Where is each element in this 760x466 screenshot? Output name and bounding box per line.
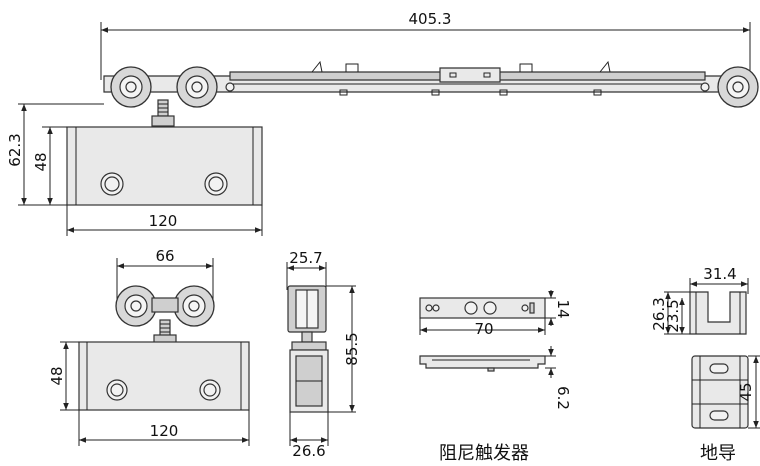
damper-trigger: 14 70 6.2 阻尼触发器 xyxy=(419,290,572,464)
dim-side-top-width: 25.7 xyxy=(289,249,322,267)
hanger-side-view: 25.7 85.5 26.6 xyxy=(286,249,361,460)
dim-guide-height-inner: 23.5 xyxy=(664,299,682,332)
dim-side-height: 85.5 xyxy=(343,332,361,365)
dim-side-box-height: 48 xyxy=(48,366,66,385)
dim-box-height: 48 xyxy=(32,152,50,171)
dim-damper-height: 14 xyxy=(554,299,572,318)
caption-guide: 地导 xyxy=(700,443,736,464)
hanger-box-front xyxy=(78,341,250,411)
top-assembly: 405.3 xyxy=(6,10,759,236)
dim-total-height: 62.3 xyxy=(6,133,24,166)
hanger-front-view: 66 48 120 xyxy=(48,247,250,446)
dim-guide-height-outer: 26.3 xyxy=(650,297,668,330)
dim-wheel-span: 66 xyxy=(155,247,174,265)
dim-guide-width: 31.4 xyxy=(703,265,736,283)
damper-top-view xyxy=(419,297,546,319)
hanger-box xyxy=(66,126,263,206)
guide-end-view xyxy=(689,291,747,335)
dim-damper-length: 70 xyxy=(474,320,493,338)
dim-box-width: 120 xyxy=(149,212,178,230)
dim-side-bottom-width: 26.6 xyxy=(292,442,325,460)
dim-side-box-width: 120 xyxy=(150,422,179,440)
guide-top-view xyxy=(691,355,749,429)
damper-side-view xyxy=(419,355,546,369)
track-slider xyxy=(439,67,501,83)
floor-guide: 31.4 26.3 23.5 45 地导 xyxy=(650,265,760,464)
hanger-nut xyxy=(151,115,175,127)
caption-damper: 阻尼触发器 xyxy=(439,443,529,464)
dim-damper-thickness: 6.2 xyxy=(554,386,572,410)
dim-track-length: 405.3 xyxy=(409,10,452,28)
dim-guide-length: 45 xyxy=(737,382,755,401)
